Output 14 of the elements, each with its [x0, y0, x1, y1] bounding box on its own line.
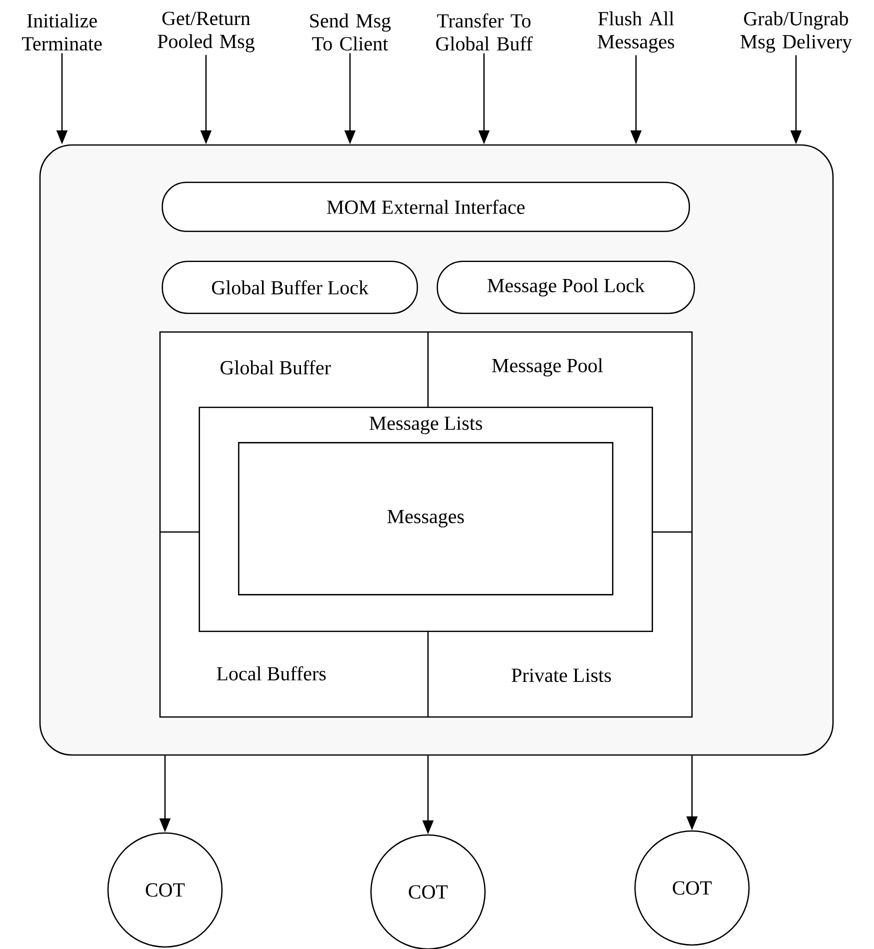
region: Global Buffer	[220, 360, 331, 374]
operation-label: Send Msg To Client	[310, 13, 391, 51]
region: Local Buffers	[216, 666, 326, 680]
operation-label: Grab/Ungrab Msg Delivery	[740, 11, 852, 53]
rounded-box: Message Pool Lock	[436, 260, 695, 314]
operation-label: Transfer To Global Buff	[436, 13, 533, 51]
region: Message Pool	[492, 358, 603, 376]
rounded-box: Global Buffer Lock	[162, 260, 418, 314]
rounded-box: MOM External Interface	[162, 182, 690, 232]
operation-label: Get/Return Pooled Msg	[158, 12, 254, 52]
region: Private Lists	[512, 668, 611, 682]
process-box: Messages	[238, 442, 614, 596]
operation-label: Initialize Terminate	[22, 13, 102, 51]
operation-label: Flush All Messages	[598, 11, 674, 53]
